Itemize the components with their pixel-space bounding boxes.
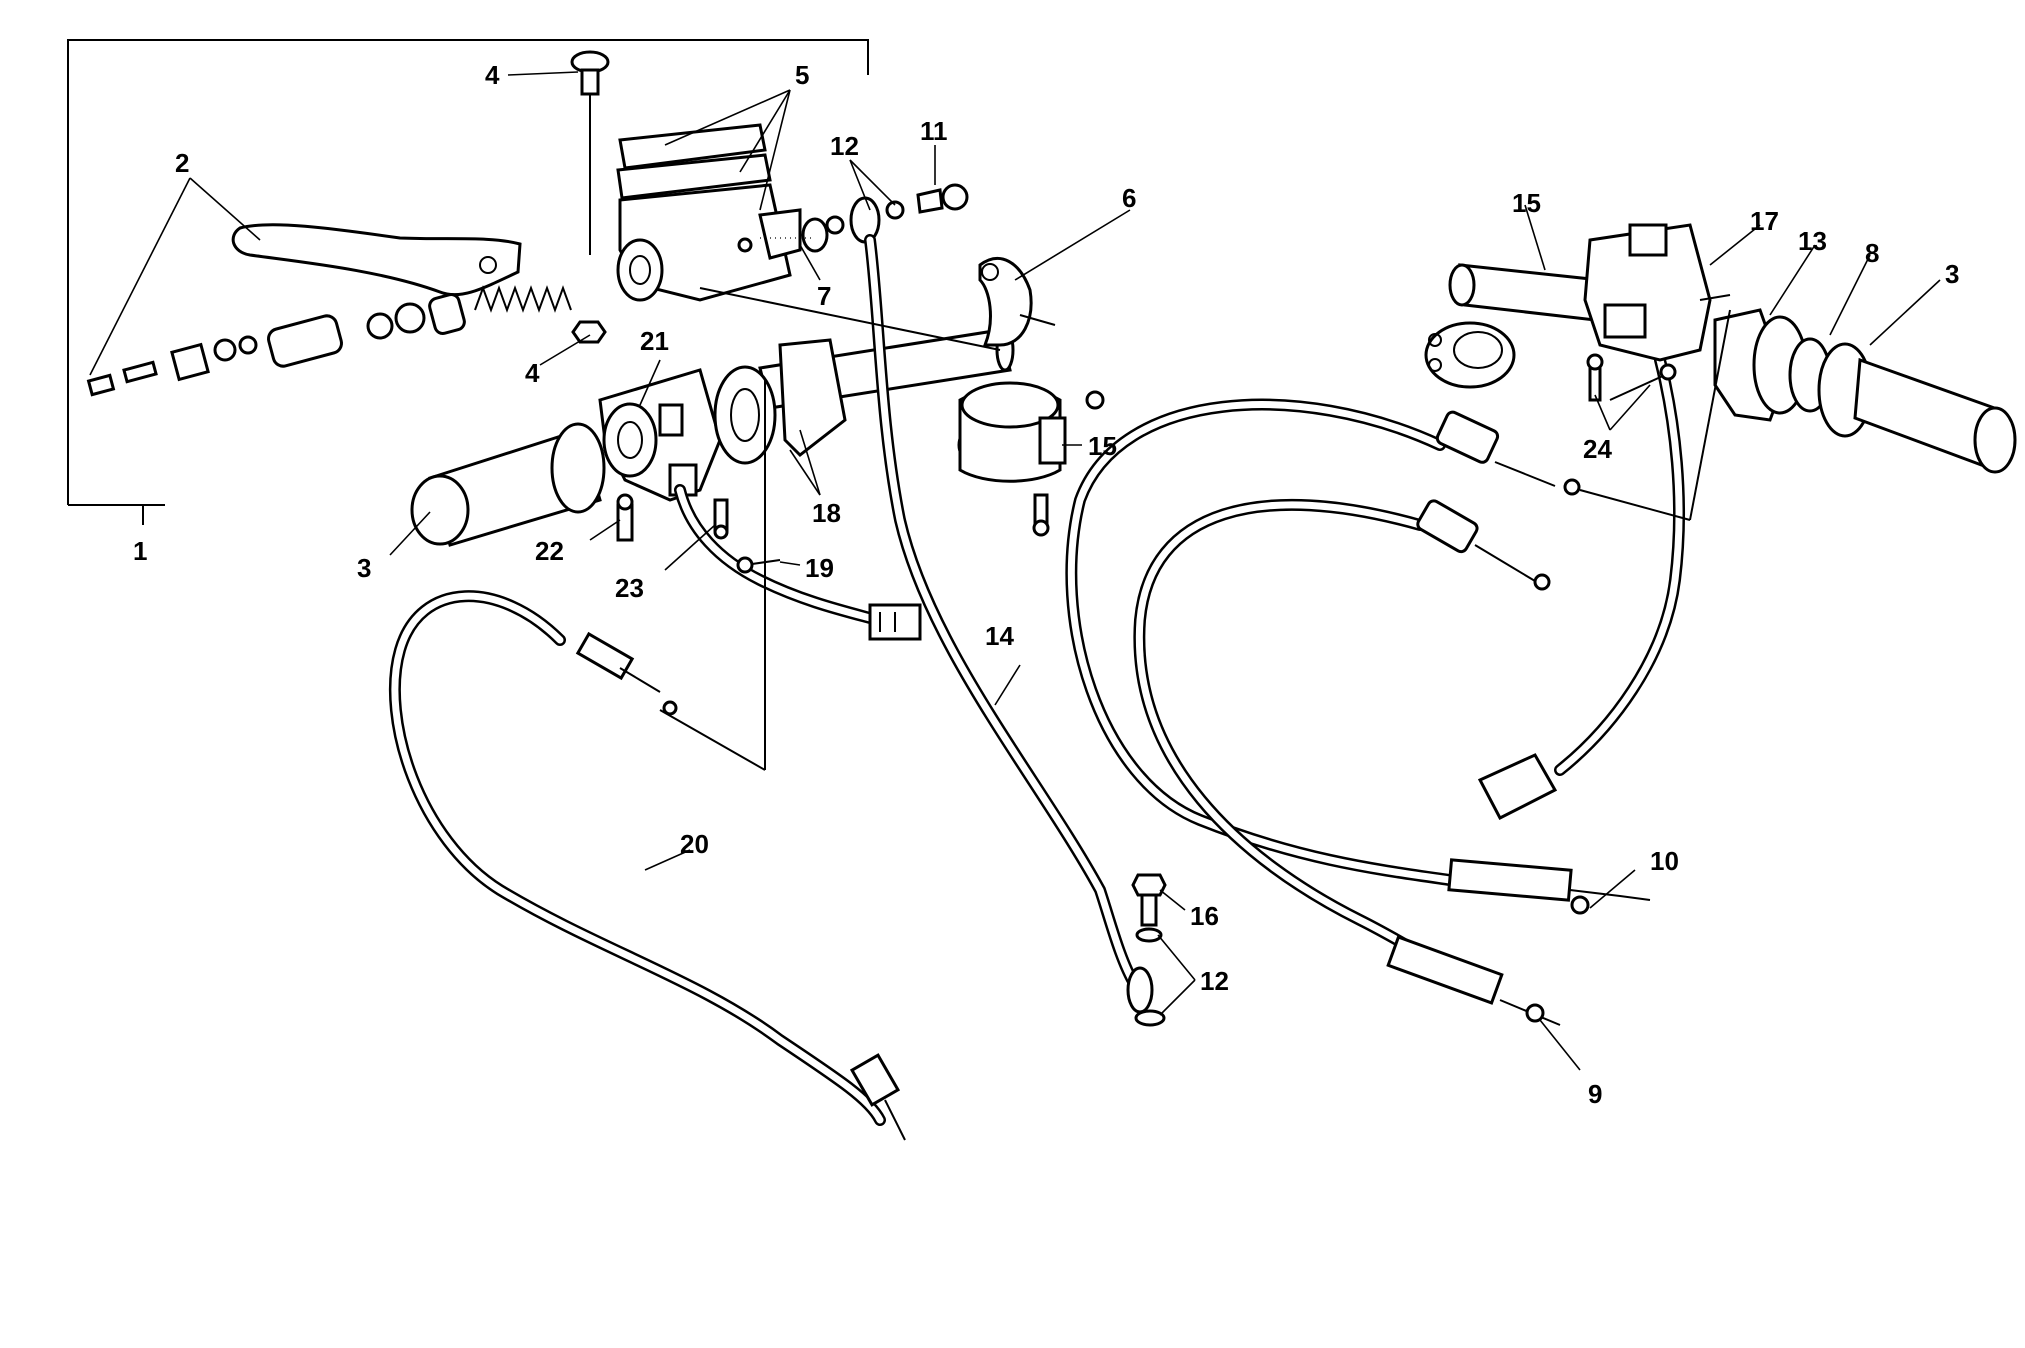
- leader-lines: [89, 71, 1941, 1071]
- left-switch-harness: [674, 484, 922, 641]
- callout-18: 18: [812, 498, 841, 528]
- right-switch-housing: [1583, 223, 1731, 362]
- callout-19: 19: [805, 553, 834, 583]
- piston-assembly: [86, 285, 572, 397]
- nut: [571, 320, 607, 344]
- callout-14: 14: [985, 621, 1014, 651]
- callout-13: 13: [1798, 226, 1827, 256]
- callout-9: 9: [1588, 1079, 1602, 1109]
- callout-21: 21: [640, 326, 669, 356]
- clutch-cable: [388, 590, 906, 1141]
- ground-wire: [864, 234, 1154, 1014]
- screw-22: [616, 493, 634, 542]
- callout-20: 20: [680, 829, 709, 859]
- callout-17: 17: [1750, 206, 1779, 236]
- reservoir-cap: [570, 50, 610, 255]
- callout-12-top: 12: [830, 131, 859, 161]
- right-switch-harness: [1477, 354, 1686, 821]
- brake-lever: [231, 223, 522, 297]
- callout-3-left: 3: [357, 553, 371, 583]
- right-handlebar-tube: [1424, 263, 1602, 389]
- callout-22: 22: [535, 536, 564, 566]
- callout-23: 23: [615, 573, 644, 603]
- throttle-cable-1: [1065, 398, 1651, 915]
- callout-10: 10: [1650, 846, 1679, 876]
- callout-12-bottom: 12: [1200, 966, 1229, 996]
- callout-15-right: 15: [1512, 188, 1541, 218]
- right-throttle-housing: [1713, 308, 1832, 422]
- left-switch-housing: [598, 368, 722, 502]
- callout-24: 24: [1583, 434, 1612, 464]
- callout-3-right: 3: [1945, 259, 1959, 289]
- callout-7: 7: [817, 281, 831, 311]
- throttle-housing: [713, 338, 847, 465]
- callout-4-bottom: 4: [525, 358, 540, 388]
- washer-set-top: [760, 183, 969, 253]
- callout-5: 5: [795, 60, 809, 90]
- assembly-1-bracket: [67, 39, 869, 505]
- callout-15-left: 15: [1088, 431, 1117, 461]
- screw-19: [736, 556, 781, 574]
- screw-23: [713, 498, 729, 540]
- callout-2: 2: [175, 148, 189, 178]
- callout-4-top: 4: [485, 60, 500, 90]
- callout-11: 11: [920, 116, 948, 146]
- callout-1: 1: [133, 536, 147, 566]
- callout-16: 16: [1190, 901, 1219, 931]
- bolt-16: [1131, 873, 1167, 1027]
- left-grip: [410, 422, 606, 547]
- master-cylinder: [616, 123, 802, 302]
- handlebar-clamp-upper: [978, 257, 1056, 347]
- callout-8: 8: [1865, 238, 1879, 268]
- handlebar-clamp-lower: [957, 381, 1105, 537]
- callout-6: 6: [1122, 183, 1136, 213]
- throttle-cable-2: [1133, 498, 1561, 1026]
- right-grip: [1817, 342, 2017, 474]
- screws-24: [1586, 353, 1677, 402]
